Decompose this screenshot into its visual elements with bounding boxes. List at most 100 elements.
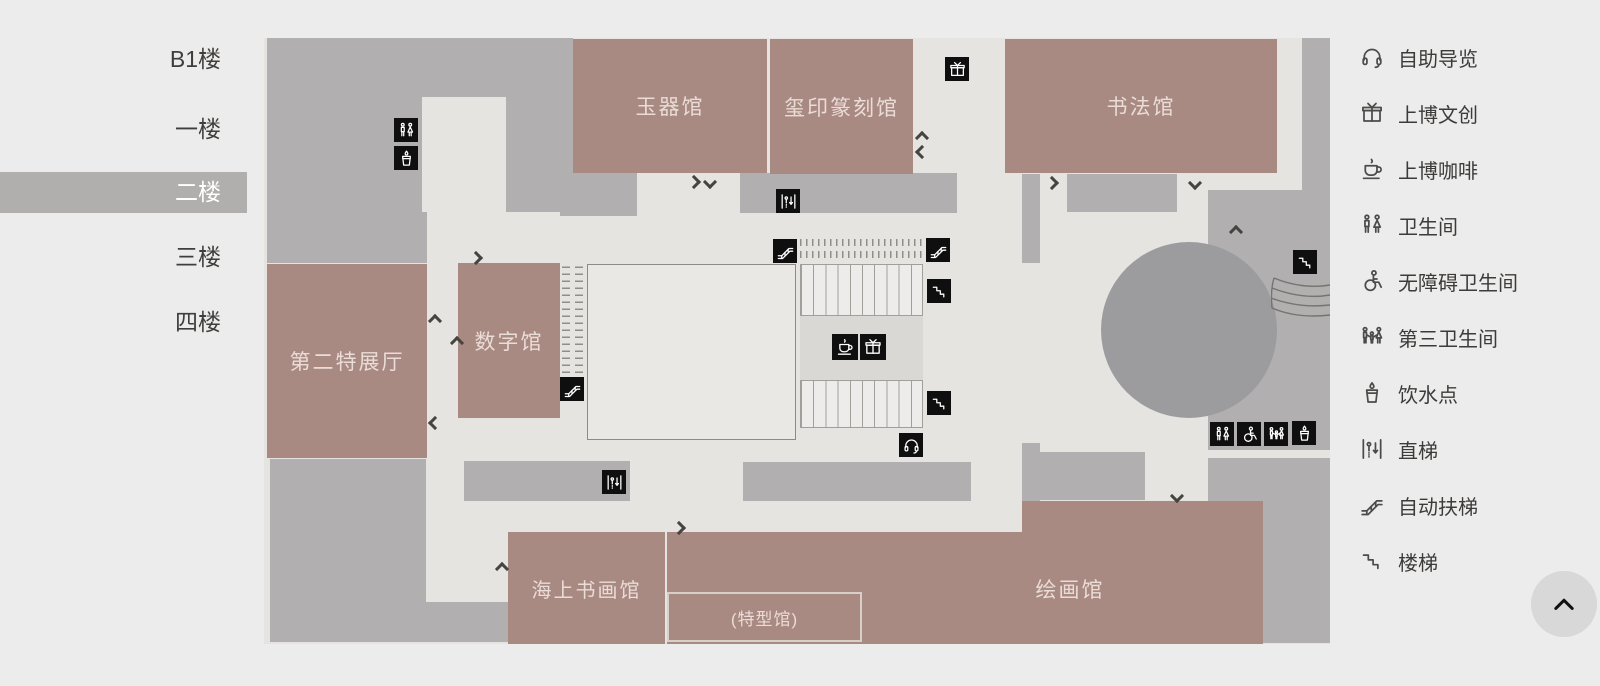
chevron-up-icon — [1045, 176, 1058, 189]
chevron-up-icon — [469, 251, 482, 264]
chevron-right-icon — [495, 562, 508, 575]
service-area-block — [267, 38, 573, 212]
restroom-marker-icon — [1210, 422, 1234, 446]
hall-shanghai-painting: 海上书画馆 — [508, 532, 665, 644]
legend-label: 上博咖啡 — [1398, 160, 1478, 183]
shop-marker-icon — [945, 57, 969, 81]
legend-item: 上博咖啡 — [1358, 153, 1598, 185]
legend-item: 直梯 — [1358, 433, 1598, 465]
chevron-left-icon — [915, 145, 928, 158]
service-area-block — [740, 173, 957, 213]
legend-item: 卫生间 — [1358, 209, 1598, 241]
curved-stairs — [1271, 277, 1330, 317]
elevator-marker-icon — [602, 470, 626, 494]
water-marker-icon — [394, 146, 418, 170]
cafe-icon — [1358, 156, 1385, 183]
service-area-block — [1067, 174, 1177, 212]
water-icon — [1358, 380, 1385, 407]
service-area-block — [267, 212, 427, 263]
scroll-top-button[interactable] — [1531, 571, 1597, 637]
service-area-block — [1040, 452, 1145, 500]
hall-label: (特型馆) — [730, 609, 799, 629]
chevron-right-icon — [428, 314, 441, 327]
legend-item: 第三卫生间 — [1358, 321, 1598, 353]
hall-label: 书法馆 — [1106, 96, 1176, 119]
hall-jade: 玉器馆 — [573, 39, 767, 173]
chevron-up-icon — [687, 175, 700, 188]
chevron-left-icon — [428, 416, 441, 429]
legend-item: 楼梯 — [1358, 545, 1598, 577]
staircase-upper — [800, 264, 923, 316]
legend-label: 第三卫生间 — [1398, 328, 1498, 351]
family-restroom-marker-icon — [1264, 422, 1288, 446]
staircase-lower — [800, 380, 923, 428]
water-marker-icon — [1292, 421, 1316, 445]
hall-label: 海上书画馆 — [531, 579, 642, 602]
hall-label: 第二特展厅 — [289, 351, 405, 374]
stairs-marker-icon — [927, 279, 951, 303]
restroom-icon — [1358, 212, 1385, 239]
restroom-marker-icon — [394, 118, 418, 142]
floor-tab-b1[interactable]: B1楼 — [169, 46, 221, 72]
floor-tab-1f[interactable]: 一楼 — [175, 116, 221, 142]
legend-label: 无障碍卫生间 — [1398, 272, 1518, 295]
legend-label: 自助导览 — [1398, 48, 1478, 71]
chevron-up-icon — [1550, 590, 1578, 618]
central-hall-outline — [587, 264, 796, 440]
stairs-marker-icon — [927, 391, 951, 415]
cafe-marker-icon — [832, 334, 858, 360]
escalator-strip — [562, 263, 583, 380]
floor-tab-4f[interactable]: 四楼 — [175, 309, 221, 335]
service-area-block — [270, 459, 426, 642]
floor-plan: 玉器馆 玺印篆刻馆 书法馆 第二特展厅 数字馆 海上书画馆 绘画馆 (特型馆) — [264, 38, 1330, 644]
chevron-down-icon — [1170, 489, 1183, 502]
service-area-block — [1302, 38, 1330, 190]
audio-guide-marker-icon — [899, 433, 923, 457]
legend-item: 无障碍卫生间 — [1358, 265, 1598, 297]
legend-item: 饮水点 — [1358, 377, 1598, 409]
chevron-right-icon — [1229, 225, 1242, 238]
hall-label: 绘画馆 — [1035, 579, 1105, 602]
service-area-block — [560, 173, 637, 216]
escalator-marker-icon — [773, 239, 797, 263]
chevron-right-icon — [915, 131, 928, 144]
hall-special-shape: (特型馆) — [667, 592, 862, 642]
legend-label: 直梯 — [1398, 440, 1438, 463]
hall-calligraphy: 书法馆 — [1005, 39, 1277, 173]
headphones-icon — [1358, 44, 1385, 71]
floor-tab-3f[interactable]: 三楼 — [175, 244, 221, 270]
legend-label: 楼梯 — [1398, 552, 1438, 575]
hall-digital: 数字馆 — [458, 263, 560, 418]
stairs-marker-icon — [1293, 250, 1317, 274]
escalator-marker-icon — [560, 377, 584, 401]
hall-painting: 绘画馆 (特型馆) — [667, 532, 1263, 644]
hall-seals: 玺印篆刻馆 — [770, 39, 913, 174]
legend-item: 上博文创 — [1358, 97, 1598, 129]
chevron-right-icon — [450, 336, 463, 349]
corridor-notch — [1208, 450, 1320, 458]
rotunda — [1101, 242, 1277, 418]
hall-label: 玺印篆刻馆 — [784, 96, 899, 120]
legend-label: 上博文创 — [1398, 104, 1478, 127]
legend-label: 饮水点 — [1398, 384, 1458, 407]
legend-label: 自动扶梯 — [1398, 496, 1478, 519]
service-area-block — [743, 462, 971, 501]
chevron-down-icon — [703, 175, 716, 188]
escalator-marker-icon — [926, 238, 950, 262]
family-icon — [1358, 324, 1385, 351]
hall-painting-ext — [1022, 501, 1263, 534]
shop-marker-icon — [860, 334, 886, 360]
legend-item: 自助导览 — [1358, 41, 1598, 73]
wheelchair-icon — [1358, 268, 1385, 295]
service-area-block — [1022, 174, 1040, 263]
elevator-icon — [1358, 436, 1385, 463]
stairs-icon — [1358, 548, 1385, 575]
hall-special-exhibition-2: 第二特展厅 — [267, 264, 427, 458]
hall-label: 玉器馆 — [635, 96, 705, 119]
floor-tab-2f[interactable]: 二楼 — [0, 172, 247, 213]
elevator-marker-icon — [776, 189, 800, 213]
chevron-down-icon — [1188, 176, 1201, 189]
service-area-block — [426, 602, 511, 642]
gift-icon — [1358, 100, 1385, 127]
